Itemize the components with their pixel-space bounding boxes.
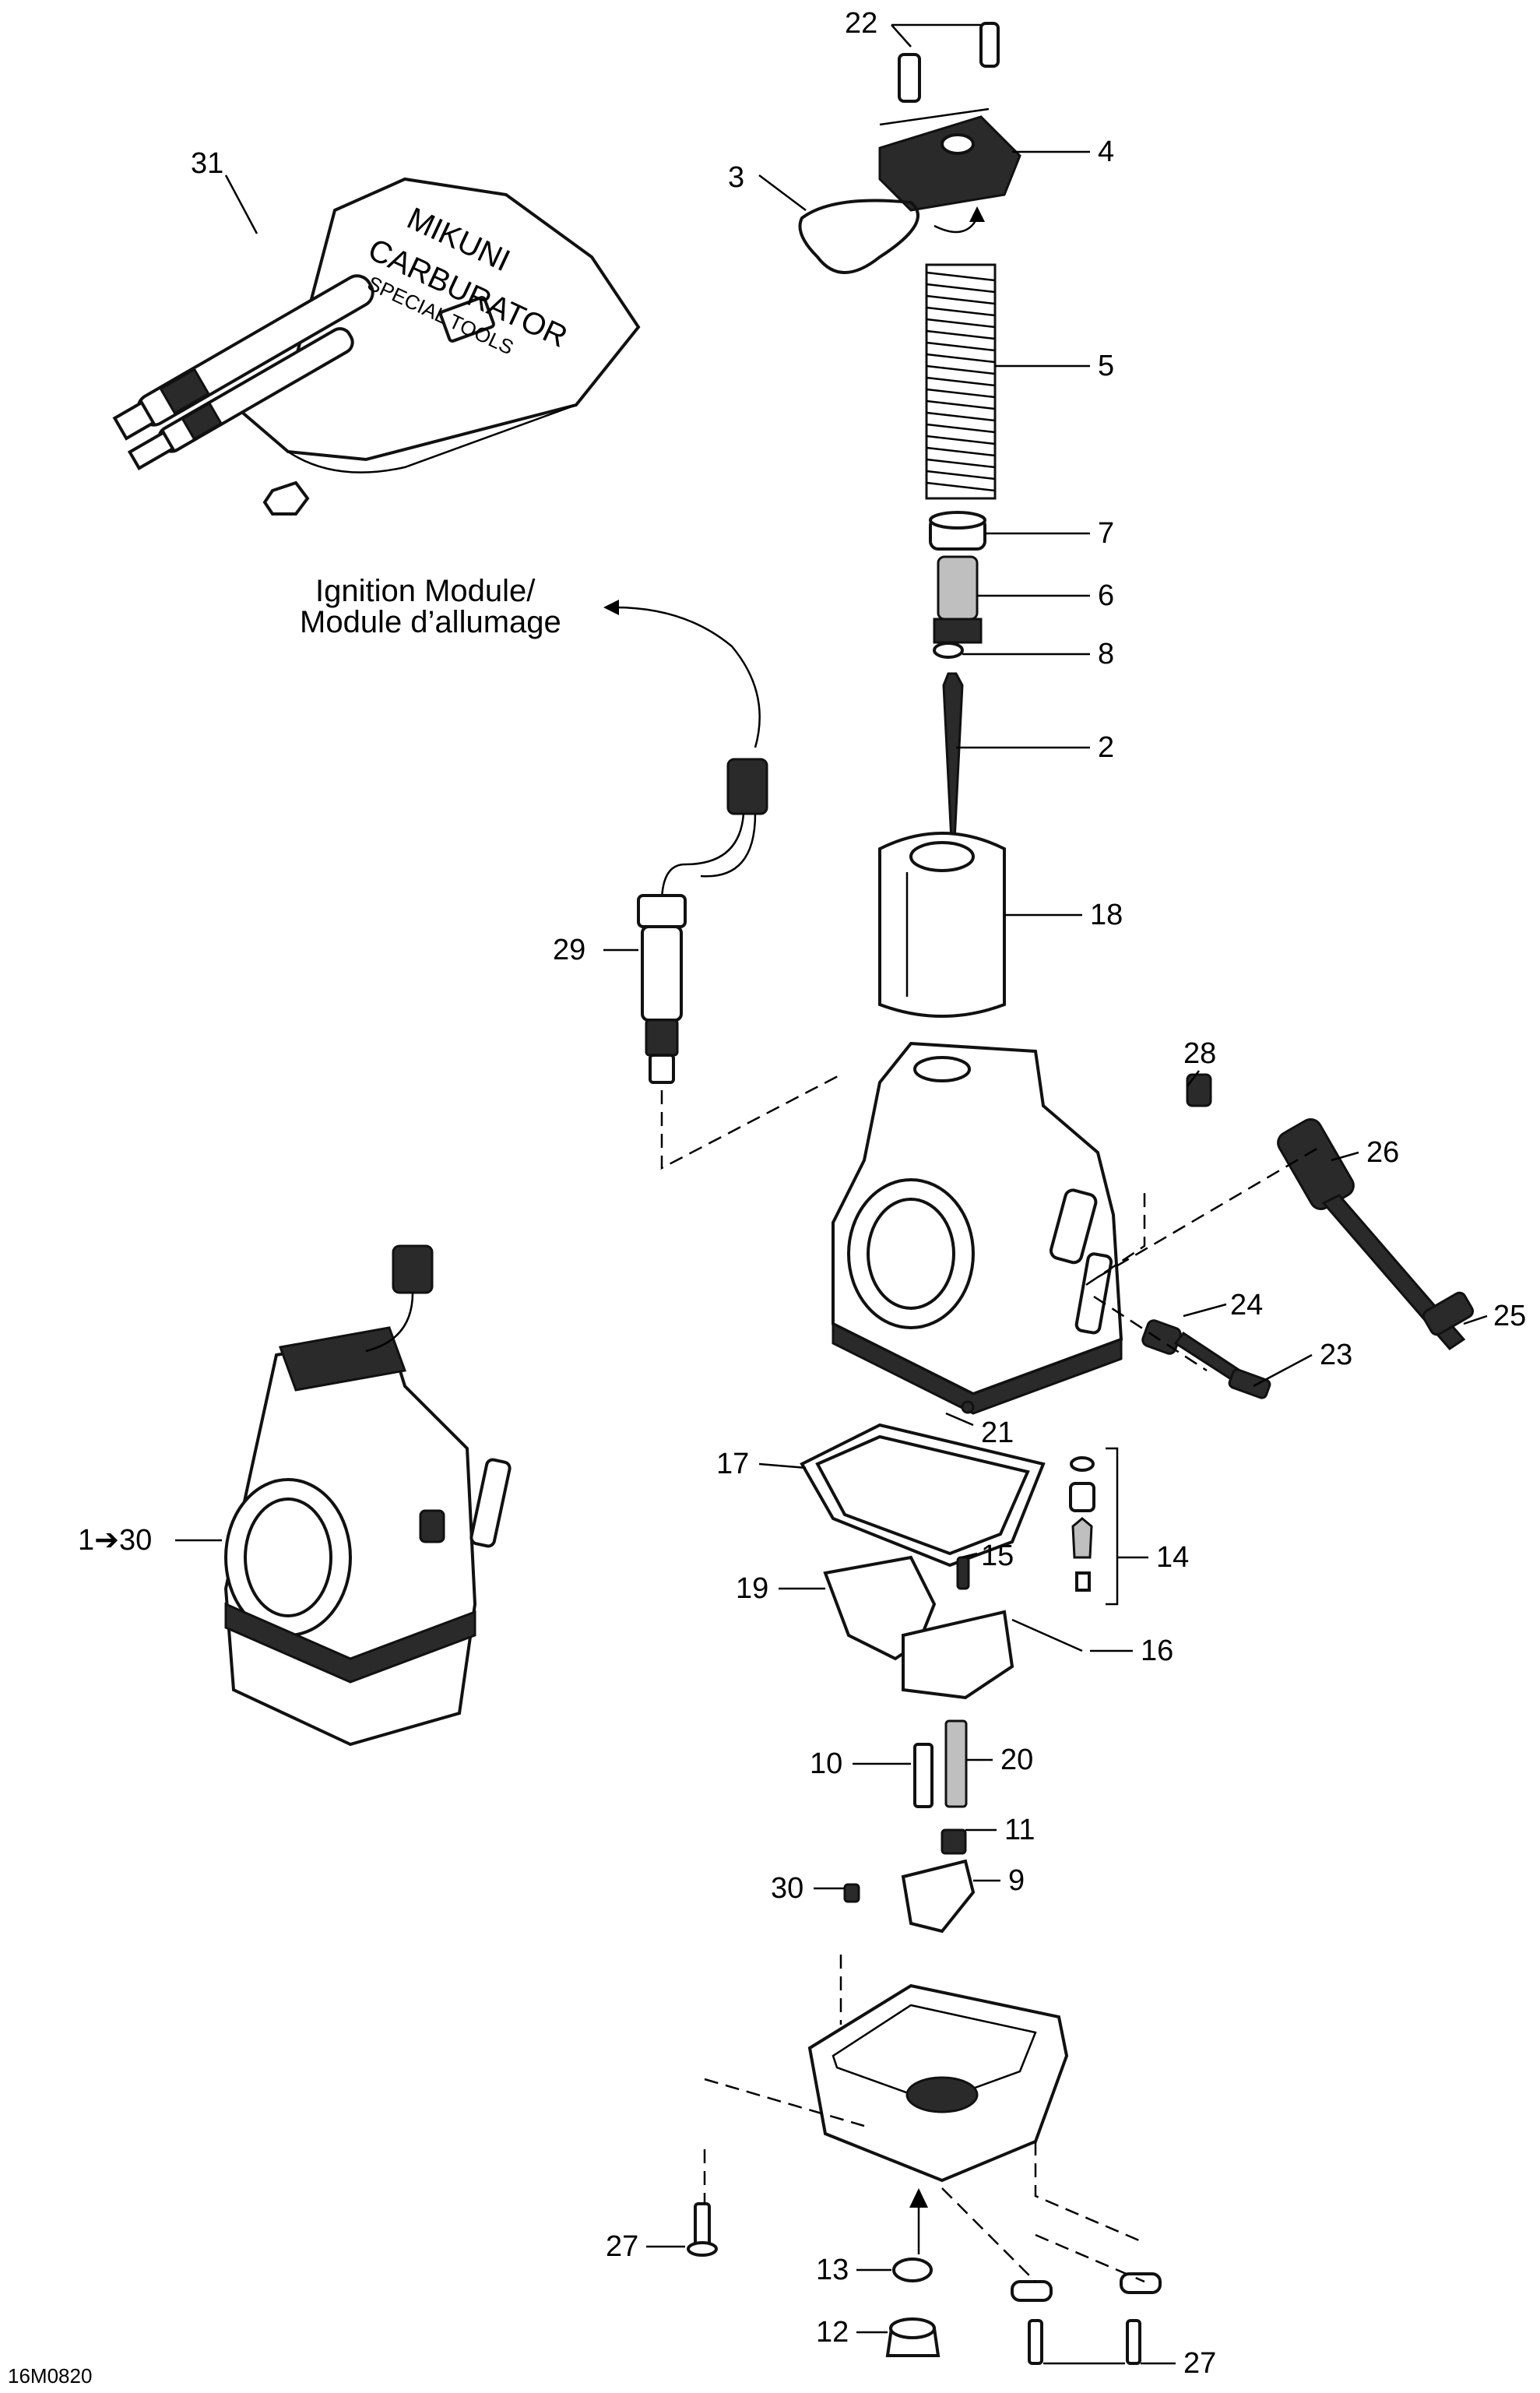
throttle-slide-drawing — [878, 832, 1006, 1018]
callout-21: 21 — [981, 1416, 1014, 1449]
float-bowl-gasket-drawing — [800, 1423, 1046, 1568]
callout-18: 18 — [1090, 899, 1123, 931]
callout-14: 14 — [1156, 1541, 1189, 1574]
float-bowl-drawing — [807, 1983, 1069, 2183]
top-cover-drawing — [878, 22, 1021, 212]
carburetor-body-drawing — [832, 1041, 1123, 1415]
idle-screw-assembly-drawing — [1277, 1117, 1475, 1350]
main-jet-parts-drawing — [843, 1719, 976, 1934]
callout-13: 13 — [816, 2254, 849, 2286]
callout-26: 26 — [1366, 1136, 1399, 1169]
needle-retainer-drawing — [933, 555, 983, 644]
ignition-module-note-line2: Module d’allumage — [300, 605, 561, 639]
callout-30: 30 — [771, 1872, 803, 1905]
clip-drawing — [933, 642, 964, 659]
needle-valve-kit-drawing — [1069, 1447, 1119, 1606]
callout-27-right: 27 — [1183, 2347, 1216, 2380]
assembled-carburetor-drawing — [223, 1244, 512, 1747]
jet-needle-drawing — [942, 672, 964, 843]
callout-12: 12 — [816, 2316, 849, 2349]
bottom-hardware-drawing — [687, 2202, 1162, 2365]
callout-28: 28 — [1183, 1037, 1216, 1070]
callout-1-to-30: 1➔30 — [78, 1524, 152, 1557]
callout-4: 4 — [1098, 135, 1114, 168]
callout-2: 2 — [1098, 731, 1114, 764]
callout-9: 9 — [1008, 1864, 1025, 1897]
callout-16: 16 — [1141, 1635, 1173, 1667]
callout-20: 20 — [1000, 1744, 1033, 1776]
callout-6: 6 — [1098, 579, 1114, 612]
callout-27-left: 27 — [606, 2230, 638, 2263]
callout-3: 3 — [728, 161, 744, 194]
callout-17: 17 — [716, 1448, 749, 1480]
o-ring-drawing — [798, 199, 919, 274]
special-tools-kit-drawing: MIKUNI CARBURATOR SPECIAL TOOLS — [112, 177, 641, 516]
ignition-module-note-line1: Ignition Module/ — [315, 574, 536, 608]
drawing-code: 16M0820 — [8, 2364, 92, 2388]
callout-7: 7 — [1098, 517, 1114, 550]
callout-19: 19 — [736, 1572, 768, 1605]
callout-24: 24 — [1230, 1289, 1263, 1321]
callout-5: 5 — [1098, 350, 1114, 382]
callout-22: 22 — [845, 7, 877, 40]
air-screw-assembly-drawing — [1141, 1319, 1271, 1399]
callout-10: 10 — [810, 1747, 842, 1780]
callout-11: 11 — [1004, 1814, 1035, 1846]
callout-23: 23 — [1320, 1339, 1352, 1371]
float-drawing — [823, 1555, 1014, 1700]
callout-29: 29 — [553, 934, 585, 966]
spring-seat-drawing — [929, 511, 986, 551]
throttle-position-sensor-drawing — [637, 758, 768, 1084]
callout-25: 25 — [1493, 1300, 1526, 1332]
callout-8: 8 — [1098, 638, 1114, 670]
callout-31: 31 — [191, 147, 223, 180]
callout-15: 15 — [981, 1540, 1014, 1572]
spring-drawing — [925, 263, 997, 500]
